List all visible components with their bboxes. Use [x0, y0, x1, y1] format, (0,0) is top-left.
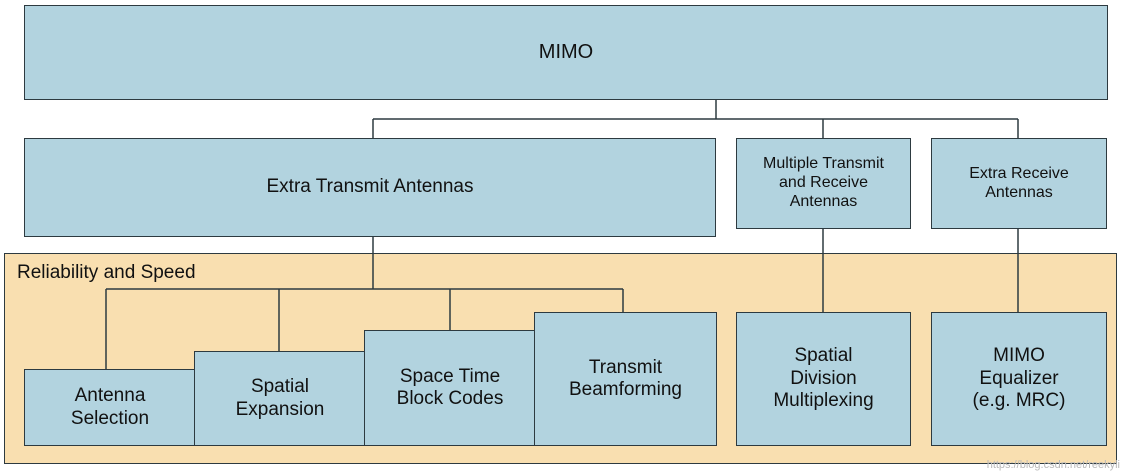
multiple-tx-rx-label: Multiple Transmit and Receive Antennas: [763, 155, 884, 210]
sdm-label: Spatial Division Multiplexing: [773, 345, 874, 412]
antenna-selection-label: Antenna Selection: [70, 385, 150, 429]
stbc-label: Space Time Block Codes: [396, 365, 504, 409]
extra-receive-label: Extra Receive Antennas: [969, 164, 1069, 201]
spatial-expansion-label: Spatial Expansion: [235, 376, 325, 420]
mimo-root-box: MIMO: [24, 5, 1108, 100]
equalizer-label: MIMO Equalizer (e.g. MRC): [972, 345, 1066, 412]
watermark: https://blog.csdn.net/reekyli: [986, 459, 1120, 471]
equalizer-box: MIMO Equalizer (e.g. MRC): [931, 312, 1107, 446]
stbc-box: Space Time Block Codes: [364, 330, 536, 446]
mimo-root-label: MIMO: [538, 40, 594, 63]
extra-receive-box: Extra Receive Antennas: [931, 138, 1107, 229]
antenna-selection-box: Antenna Selection: [24, 369, 196, 446]
beamforming-box: Transmit Beamforming: [534, 312, 717, 446]
spatial-expansion-box: Spatial Expansion: [194, 351, 366, 446]
beamforming-label: Transmit Beamforming: [569, 356, 682, 400]
region-label: Reliability and Speed: [17, 262, 196, 283]
extra-transmit-label: Extra Transmit Antennas: [266, 176, 474, 198]
multiple-tx-rx-box: Multiple Transmit and Receive Antennas: [736, 138, 911, 229]
sdm-box: Spatial Division Multiplexing: [736, 312, 911, 446]
extra-transmit-box: Extra Transmit Antennas: [24, 138, 716, 237]
